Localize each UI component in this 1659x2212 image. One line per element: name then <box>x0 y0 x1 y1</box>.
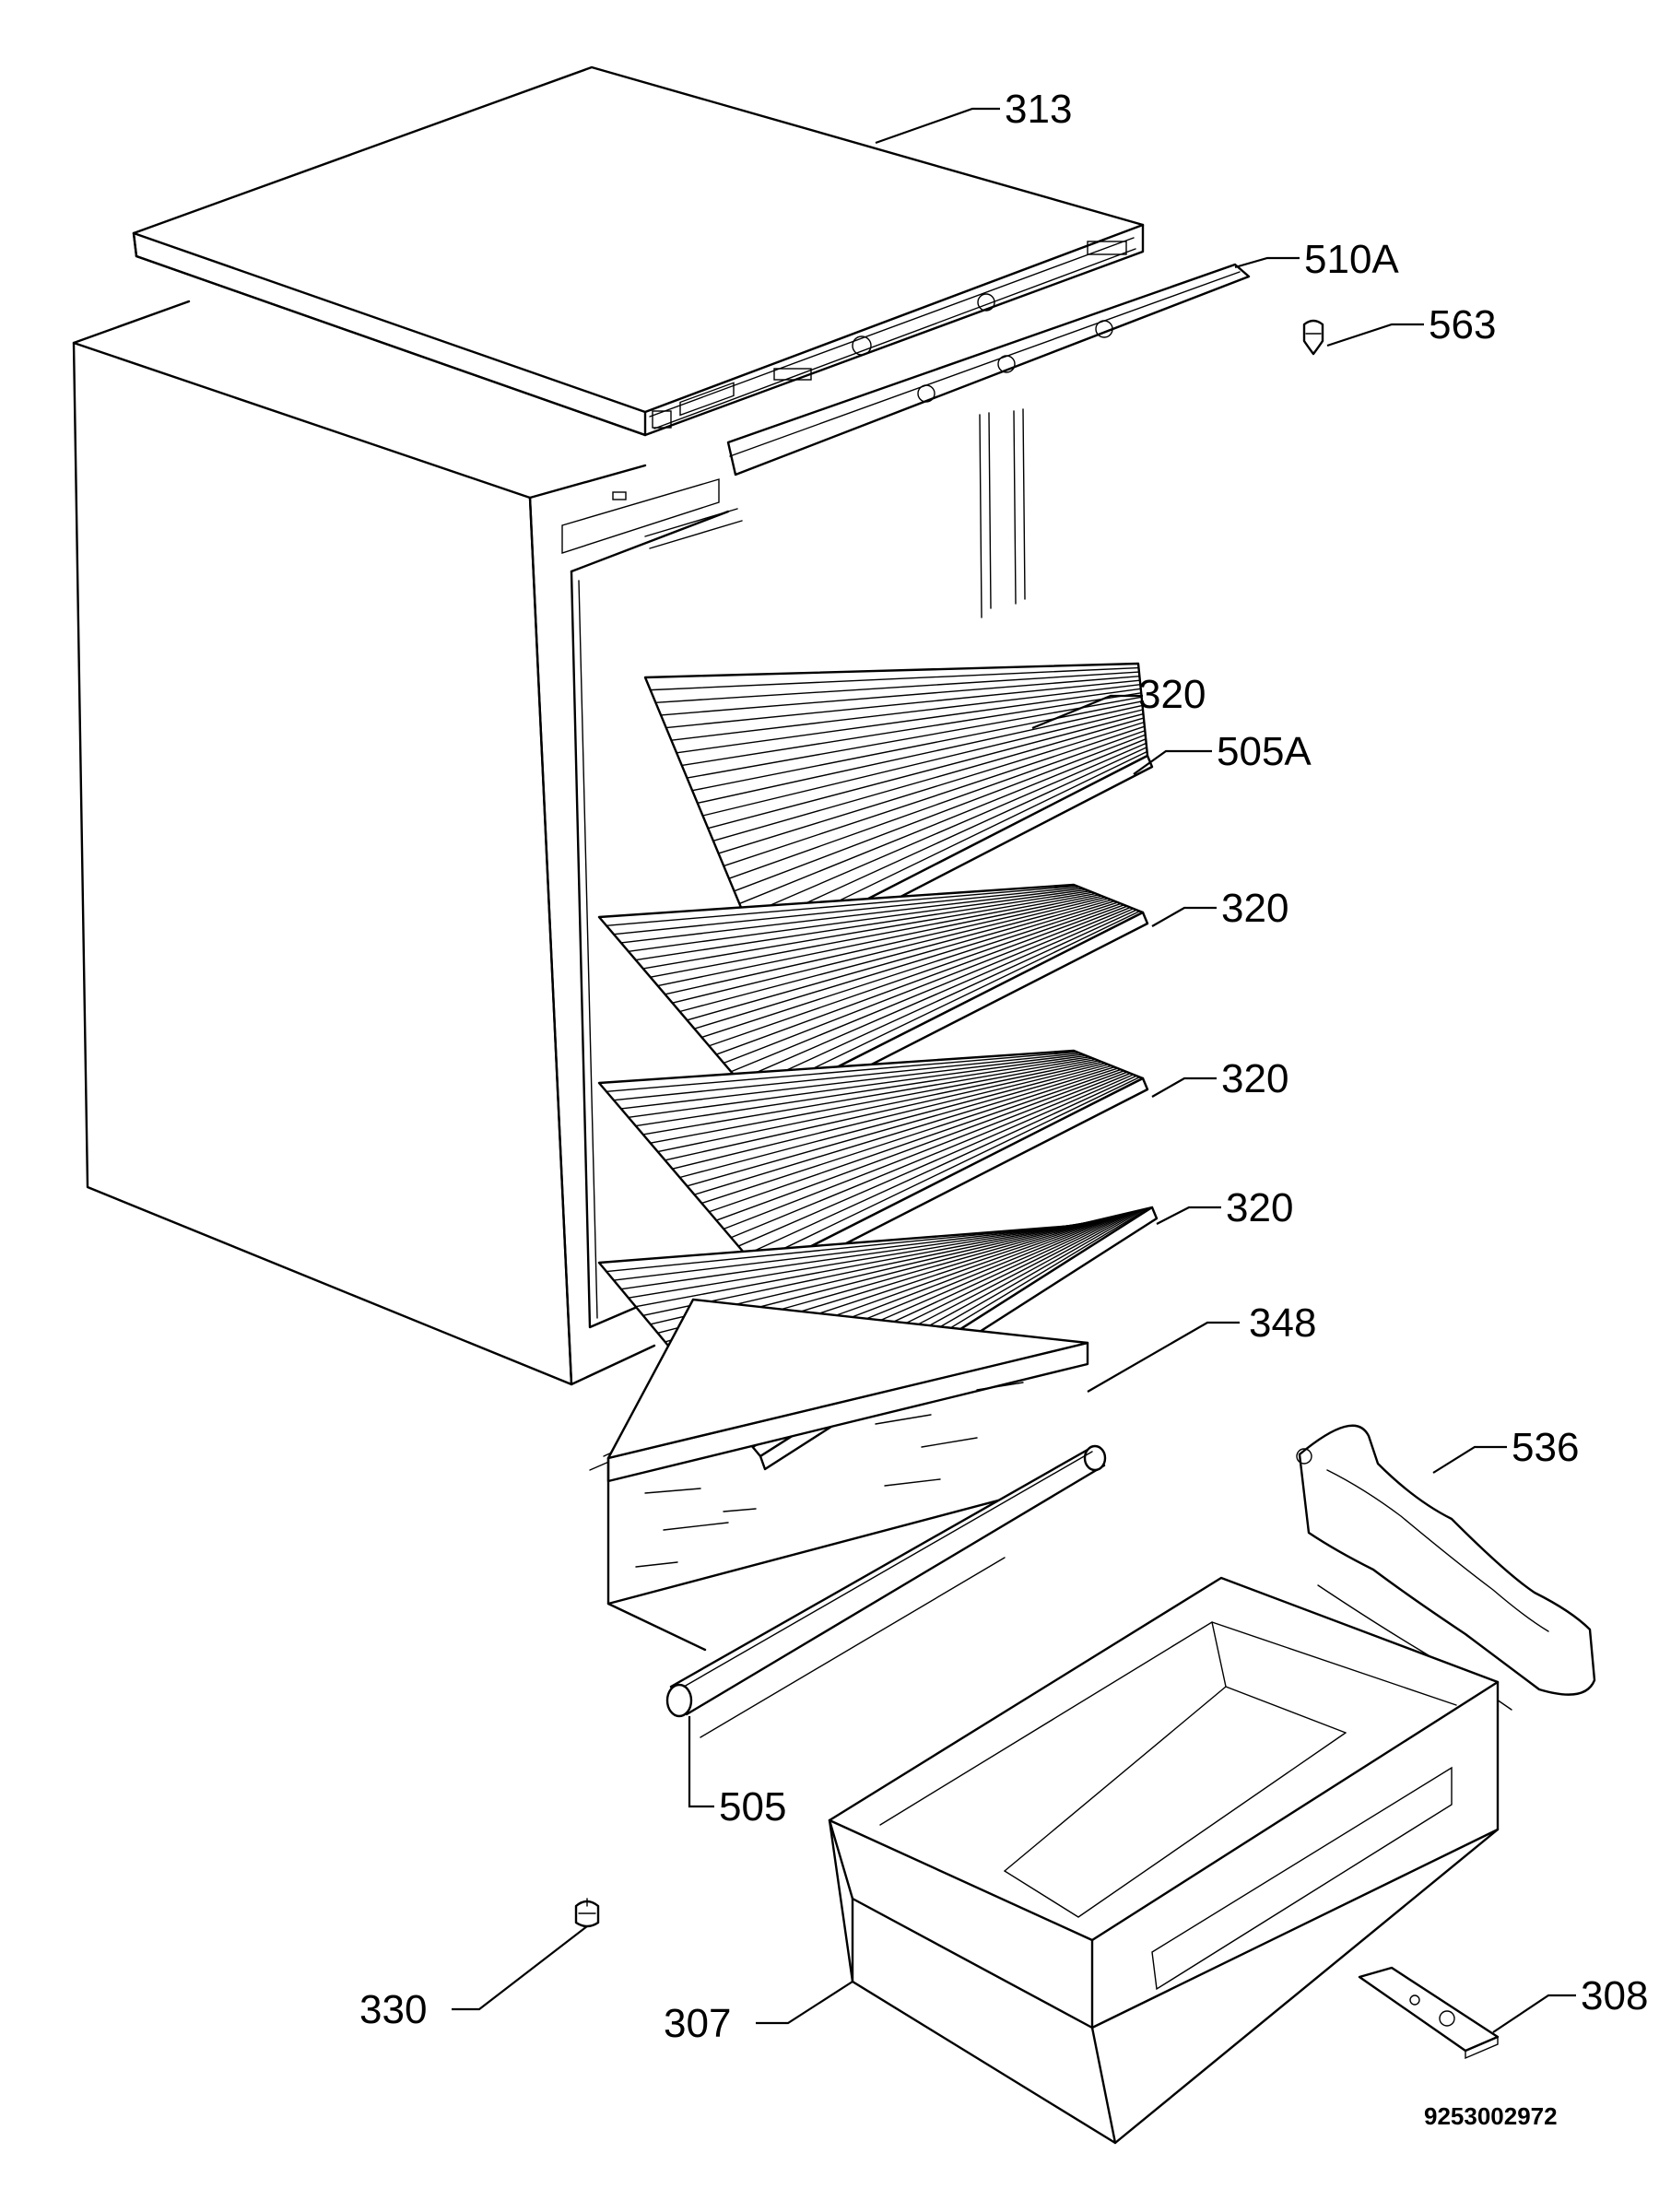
front-trim-510a <box>726 263 1251 477</box>
leader-lines <box>452 107 1576 2033</box>
shelf-trim-505 <box>665 1444 1107 1738</box>
hinge-plate-308 <box>1358 1966 1500 2060</box>
top-cover-313 <box>132 65 1145 437</box>
label-510a: 510A <box>1304 237 1399 282</box>
pin-563 <box>1302 319 1324 356</box>
wire-shelf-3 <box>597 1049 1149 1287</box>
glass-plate-348 <box>606 1298 1089 1652</box>
label-313: 313 <box>1005 87 1072 132</box>
label-320-shelf-3: 320 <box>1221 1056 1288 1101</box>
label-330: 330 <box>359 1987 427 2032</box>
label-308: 308 <box>1581 1973 1648 2018</box>
label-505a: 505A <box>1217 729 1312 774</box>
cabinet-body <box>72 300 1026 1471</box>
label-505: 505 <box>719 1784 786 1830</box>
label-536: 536 <box>1512 1425 1579 1470</box>
label-563: 563 <box>1429 302 1496 347</box>
label-320-shelf-4: 320 <box>1226 1185 1293 1230</box>
document-number: 9253002972 <box>1424 2102 1558 2130</box>
label-307: 307 <box>664 2001 731 2046</box>
part-labels: 313 510A 563 320 505A 320 320 320 348 53… <box>359 87 1648 2130</box>
crisper-drawer-307 <box>828 1576 1500 2145</box>
label-320-shelf-1: 320 <box>1138 672 1206 717</box>
foot-330 <box>574 1898 600 1928</box>
label-348: 348 <box>1249 1300 1316 1346</box>
label-320-shelf-2: 320 <box>1221 886 1288 931</box>
